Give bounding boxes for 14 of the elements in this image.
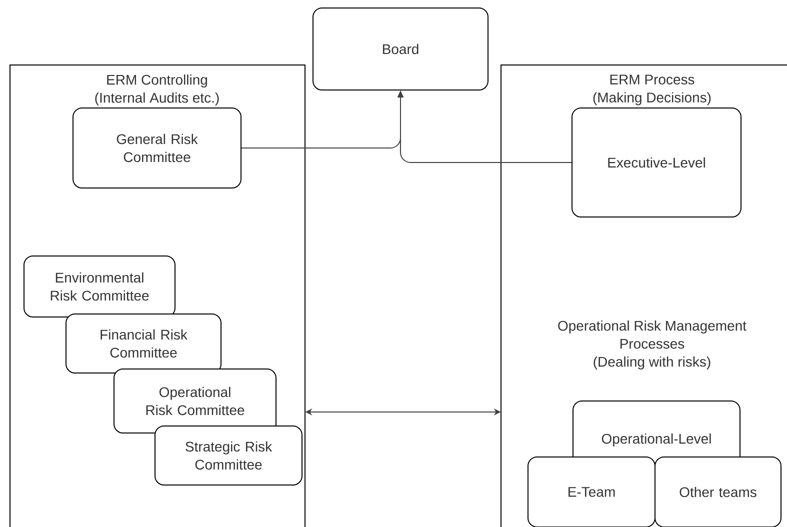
committee-box: Operational Risk Committee (114, 368, 276, 434)
node-label: Other teams (680, 486, 756, 498)
board-box: Board (312, 8, 488, 90)
committee-box: Strategic Risk Committee (154, 425, 302, 486)
node-label: E-Team (568, 487, 615, 497)
panel-heading: ERM Process (Making Decisions) (593, 74, 711, 106)
panel-heading: ERM Controlling (Internal Audits etc.) (95, 74, 219, 106)
panel-heading: Operational Risk Management Processes (Dealing with risks) (558, 320, 746, 370)
committee-box: Financial Risk Committee (66, 314, 222, 374)
committee-box: General Risk Committee (72, 108, 242, 188)
team-box: Other teams (654, 456, 782, 527)
team-box: E-Team (528, 456, 656, 527)
committee-box: Environmental Risk Committee (24, 256, 176, 318)
process-box: Executive-Level (572, 108, 742, 218)
